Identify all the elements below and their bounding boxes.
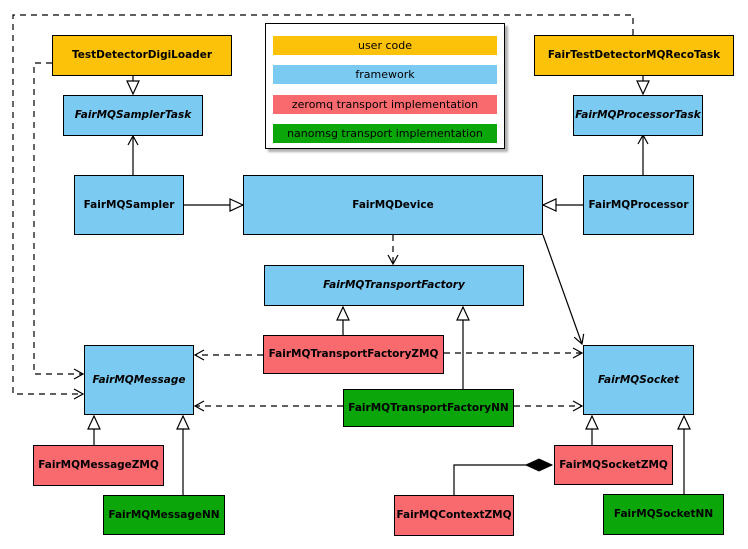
node-fairmqsocket: FairMQSocket — [583, 345, 694, 415]
node-fairmqsamplertask: FairMQSamplerTask — [63, 95, 203, 136]
node-fairmqsampler: FairMQSampler — [74, 175, 184, 235]
edge-dep-digiloader-message — [33, 62, 85, 380]
legend-item-user-code: user code — [273, 36, 497, 55]
node-fairmqsocketzmq: FairMQSocketZMQ — [554, 445, 673, 485]
node-fairmqmessage: FairMQMessage — [84, 345, 194, 415]
node-fairmqtransportfactoryzmq: FairMQTransportFactoryZMQ — [263, 335, 444, 374]
legend: user code framework zeromq transport imp… — [265, 23, 505, 149]
node-fairmqprocessor: FairMQProcessor — [583, 175, 694, 235]
edge-comp-contextzmq-socketzmq — [453, 458, 554, 495]
node-fairmqdevice: FairMQDevice — [243, 175, 543, 235]
node-fairmqprocessortask: FairMQProcessorTask — [573, 95, 703, 136]
node-fairmqcontextzmq: FairMQContextZMQ — [394, 495, 514, 536]
legend-item-framework: framework — [273, 65, 497, 84]
node-fairmqmessagenn: FairMQMessageNN — [103, 495, 225, 535]
node-fairmqtransportfactorynn: FairMQTransportFactoryNN — [343, 389, 514, 427]
legend-item-zeromq: zeromq transport implementation — [273, 95, 497, 114]
node-fairtestdetectormqrecotask: FairTestDetectorMQRecoTask — [534, 35, 734, 76]
node-fairmqmessagezmq: FairMQMessageZMQ — [33, 445, 164, 486]
edge-dep-recotask-message — [12, 14, 634, 400]
edge-assoc-device-socket — [542, 234, 585, 346]
node-fairmqtransportfactory: FairMQTransportFactory — [264, 265, 524, 306]
legend-item-nanomsg: nanomsg transport implementation — [273, 124, 497, 143]
node-testdetectordigiloader: TestDetectorDigiLoader — [52, 35, 232, 76]
node-fairmqsocketnn: FairMQSocketNN — [603, 494, 724, 535]
